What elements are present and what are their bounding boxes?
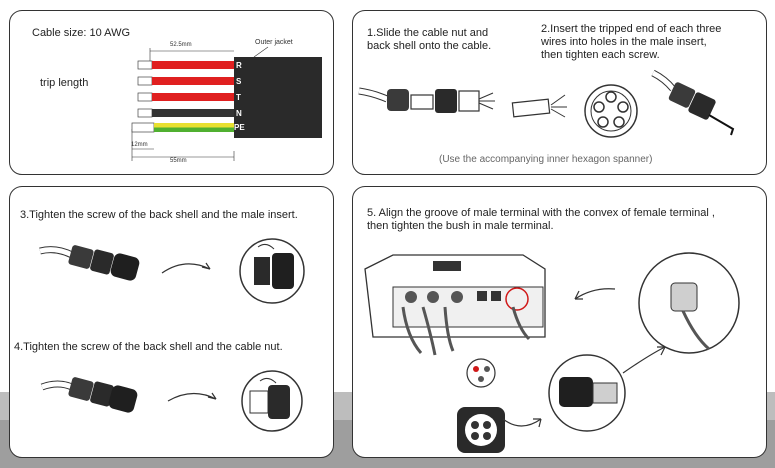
wire-t xyxy=(137,92,234,102)
wire-r xyxy=(137,60,234,70)
panel-assembly-5: 5. Align the groove of male terminal wit… xyxy=(352,186,767,458)
stripped-cable-end xyxy=(511,94,567,118)
cable-strip-diagram xyxy=(131,46,322,161)
cable-size-label: Cable size: 10 AWG xyxy=(32,27,131,39)
connector-with-spanner xyxy=(651,69,735,136)
step-1-text: 1.Slide the cable nut and back shell ont… xyxy=(367,27,492,52)
wire-label-s: S xyxy=(236,77,242,86)
step-4-text: 4.Tighten the screw of the back shell an… xyxy=(14,341,283,353)
panel-assembly-3-4: 3.Tighten the screw of the back shell an… xyxy=(9,186,334,458)
step-4-zoom-circle xyxy=(241,370,303,432)
strip-length-label: trip length xyxy=(40,77,89,89)
cable-with-nut xyxy=(358,87,495,113)
dim-52-label: 52.5mm xyxy=(170,42,192,48)
panel-cable-stripping: Cable size: 10 AWG trip length Outer jac… xyxy=(9,10,334,175)
assembly-illustration xyxy=(358,69,735,138)
tightening-illustration xyxy=(39,238,305,432)
male-insert-face xyxy=(584,84,638,138)
outer-jacket-shape xyxy=(234,57,322,138)
step-4-arrow xyxy=(167,392,217,402)
wire-n xyxy=(137,108,234,118)
inverter-body xyxy=(364,254,546,356)
wire-s xyxy=(137,76,234,86)
step-3-zoom-circle xyxy=(239,238,305,304)
step-3-text: 3.Tighten the screw of the back shell an… xyxy=(20,209,298,221)
connector-zoom-circle xyxy=(548,354,626,432)
step-3-arrow xyxy=(161,263,211,274)
back-shell-shape xyxy=(435,89,457,113)
spanner-note: (Use the accompanying inner hexagon span… xyxy=(439,154,653,165)
wire-label-r: R xyxy=(236,61,242,70)
step-5-text: 5. Align the groove of male terminal wit… xyxy=(367,207,715,232)
wire-pe xyxy=(131,122,234,133)
arrow-to-inverter xyxy=(574,288,616,300)
inverter-connection-illustration xyxy=(364,252,740,453)
arrow-to-port xyxy=(622,346,666,374)
wire-label-n: N xyxy=(236,109,242,118)
step-2-text: 2.Insert the tripped end of each three w… xyxy=(541,23,722,61)
step-3-connector xyxy=(39,245,140,281)
outer-jacket-leader xyxy=(253,46,269,58)
dim-55-label: 55mm xyxy=(170,158,187,164)
dim-12-label: 12mm xyxy=(131,142,148,148)
female-terminal-face xyxy=(466,358,496,388)
step-4-connector xyxy=(40,377,138,413)
outer-jacket-label: Outer jacket xyxy=(255,39,293,46)
cable-nut-shape xyxy=(387,89,409,111)
panel-assembly-1-2: 1.Slide the cable nut and back shell ont… xyxy=(352,10,767,175)
wire-label-pe: PE xyxy=(234,123,245,132)
hex-spanner-shape xyxy=(708,114,735,136)
wire-label-t: T xyxy=(236,93,241,102)
arrow-to-connector xyxy=(502,418,542,427)
port-zoom-circle xyxy=(638,252,740,354)
male-terminal-face xyxy=(457,407,505,453)
ac-port-highlight xyxy=(505,287,529,311)
